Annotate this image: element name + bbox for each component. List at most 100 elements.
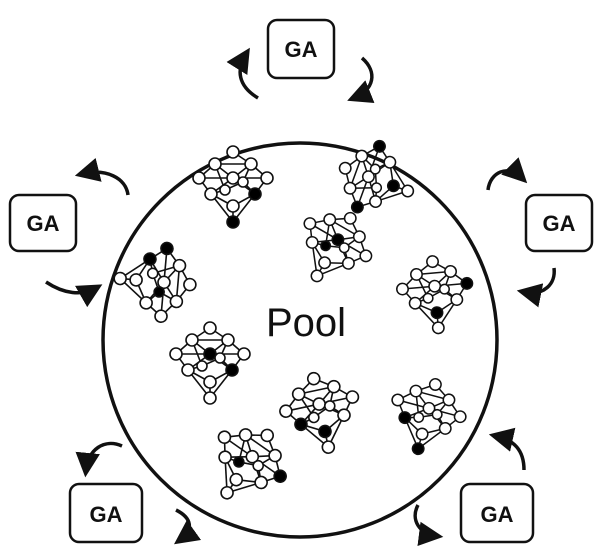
atom-empty	[244, 157, 258, 171]
atom-empty	[203, 391, 217, 405]
atom-empty	[305, 235, 319, 249]
atom-empty	[321, 440, 336, 454]
arrow-bottom-left-out	[75, 441, 123, 478]
atom-filled	[398, 411, 412, 425]
atom-empty	[220, 485, 234, 500]
atom-filled	[273, 469, 287, 484]
atom-filled	[386, 179, 400, 193]
atom-filled	[160, 241, 174, 256]
ga-box-bottom-left: GA	[68, 482, 144, 544]
atom-empty	[226, 171, 240, 185]
atom-empty	[450, 293, 464, 306]
atom-empty	[226, 145, 240, 159]
atom-empty	[409, 384, 423, 398]
atom-empty	[415, 427, 429, 441]
atom-empty	[226, 199, 240, 213]
atom-empty	[410, 267, 423, 281]
atom-empty	[169, 347, 183, 361]
atom-empty	[444, 265, 458, 278]
atom-empty	[343, 211, 357, 225]
atom-empty	[355, 149, 369, 163]
atom-empty	[203, 321, 217, 335]
atom-empty	[113, 271, 127, 286]
atom-empty	[260, 171, 274, 185]
arrow-bottom-right-in	[488, 427, 526, 471]
atom-empty	[208, 157, 222, 171]
arrow-right-out	[486, 157, 528, 191]
atom-empty	[438, 421, 452, 435]
atom-empty	[181, 363, 195, 377]
atom-filled	[248, 187, 262, 201]
ga-label-left: GA	[27, 211, 60, 236]
atom-empty	[237, 347, 251, 361]
exchange-arrows	[45, 47, 556, 547]
atom-empty	[238, 428, 253, 442]
atom-empty	[369, 163, 381, 175]
atom-filled	[350, 200, 364, 214]
arrow-right-in	[516, 267, 556, 308]
atom-empty	[169, 294, 184, 309]
atom-empty	[204, 187, 218, 201]
atom-empty	[422, 292, 434, 304]
atom-empty	[260, 428, 275, 443]
atom-empty	[303, 217, 317, 231]
atom-empty	[359, 249, 373, 263]
atom-filled	[320, 240, 332, 252]
arrow-bottom-left-in	[174, 508, 202, 545]
atom-empty	[217, 430, 232, 445]
atom-empty	[154, 309, 168, 324]
arrow-top-out	[226, 47, 259, 100]
atom-empty	[338, 161, 352, 175]
atom-empty	[185, 333, 199, 347]
ga-label-right: GA	[543, 211, 576, 236]
atom-empty	[327, 379, 341, 394]
pool-label: Pool	[266, 301, 346, 345]
atom-empty	[408, 296, 422, 310]
arrow-left-out	[74, 157, 130, 196]
atom-empty	[341, 256, 355, 270]
atom-empty	[391, 393, 405, 407]
ga-label-bottom-right: GA	[481, 502, 514, 527]
atom-empty	[383, 155, 397, 169]
atom-empty	[214, 352, 226, 364]
atom-empty	[369, 195, 383, 208]
molecule-cluster	[217, 428, 287, 500]
atom-empty	[428, 378, 442, 391]
atom-empty	[371, 182, 383, 194]
ga-label-bottom-left: GA	[90, 502, 123, 527]
ga-box-right: GA	[524, 193, 594, 253]
atom-empty	[428, 279, 442, 293]
molecule-cluster	[338, 139, 415, 214]
atom-filled	[153, 286, 165, 298]
atom-empty	[438, 283, 450, 295]
atom-empty	[196, 360, 208, 372]
pool-circle	[101, 141, 499, 539]
molecule-cluster	[303, 211, 373, 283]
atom-empty	[254, 475, 268, 490]
atom-empty	[310, 269, 324, 283]
atom-empty	[431, 321, 445, 335]
molecule-cluster	[396, 255, 474, 335]
ga-box-left: GA	[8, 193, 78, 253]
atom-empty	[338, 242, 350, 254]
atom-filled	[225, 363, 239, 377]
arrow-bottom-right-out	[413, 504, 444, 547]
atom-empty	[291, 387, 306, 401]
atom-filled	[430, 306, 444, 320]
atom-empty	[308, 411, 320, 424]
atom-empty	[306, 371, 321, 386]
atom-empty	[323, 213, 337, 227]
ga-box-bottom-right: GA	[459, 482, 535, 544]
ga-box-top: GA	[266, 18, 336, 80]
atom-empty	[229, 472, 244, 487]
atom-empty	[268, 448, 282, 463]
atom-empty	[218, 450, 232, 465]
atom-empty	[183, 277, 197, 292]
ga-label-top: GA	[285, 37, 318, 62]
atom-filled	[233, 456, 245, 468]
atom-empty	[192, 171, 206, 185]
atom-empty	[401, 184, 415, 198]
atom-empty	[426, 255, 439, 269]
molecular-clusters	[113, 139, 474, 500]
atom-filled	[203, 347, 217, 361]
